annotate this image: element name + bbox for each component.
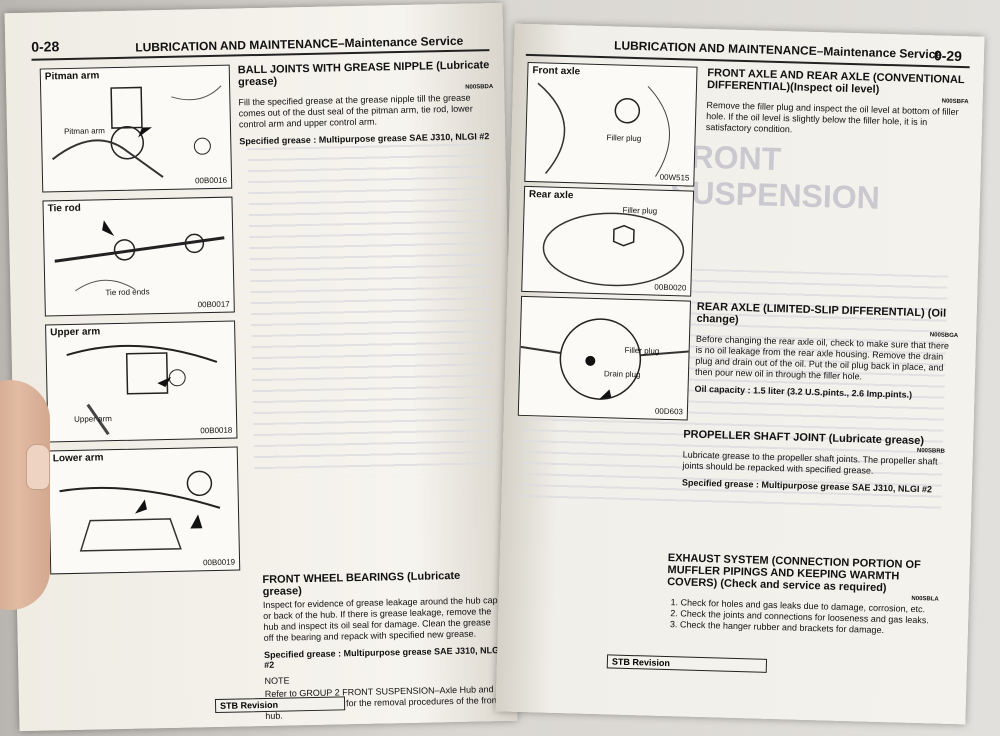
figure-code: 00B0017 xyxy=(197,299,230,310)
figure-code: 00D603 xyxy=(654,406,684,417)
figure-caption: Lower arm xyxy=(52,452,104,465)
section-exhaust-system: EXHAUST SYSTEM (CONNECTION PORTION OF MU… xyxy=(666,552,940,638)
callout-label: Drain plug xyxy=(603,369,641,380)
front-axle-illustration xyxy=(537,82,670,177)
upper-arm-illustration xyxy=(66,344,218,436)
exhaust-checklist: Check for holes and gas leaks due to dam… xyxy=(666,597,939,638)
thumb-nail xyxy=(26,444,50,490)
figure-tie-rod: Tie rod Tie rod ends 00B0017 xyxy=(42,196,235,317)
callout-label: Filler plug xyxy=(624,345,660,356)
hand-thumb xyxy=(0,380,50,610)
bleed-through-text xyxy=(247,143,495,479)
page-number: 0-28 xyxy=(31,38,60,55)
section-body: Fill the specified grease at the grease … xyxy=(238,92,473,130)
figure-caption: Front axle xyxy=(532,65,581,78)
figure-upper-arm: Upper arm Upper arm 00B0018 xyxy=(45,320,238,443)
section-propeller-shaft: PROPELLER SHAFT JOINT (Lubricate grease)… xyxy=(682,428,946,494)
figure-lower-arm: Lower arm 00B0019 xyxy=(47,446,241,575)
right-page: FRONT SUSPENSION LUBRICATION AND MAINTEN… xyxy=(495,23,985,725)
lower-arm-illustration xyxy=(59,470,221,552)
section-body: Lubricate grease to the propeller shaft … xyxy=(682,449,938,476)
figure-caption: Rear axle xyxy=(528,189,574,202)
bleed-through-title: FRONT SUSPENSION xyxy=(669,137,881,216)
page-footer: STB Revision xyxy=(606,654,768,673)
page-footer: STB Revision xyxy=(214,696,346,714)
callout-label: Filler plug xyxy=(606,133,642,144)
figure-pitman-arm: Pitman arm Pitman arm 00B0016 xyxy=(39,64,233,193)
callout-label: Pitman arm xyxy=(63,126,106,137)
figure-code: 00B0018 xyxy=(200,425,233,436)
figure-code: 00W515 xyxy=(659,172,690,183)
pitman-arm-illustration xyxy=(51,85,222,178)
section-body: Before changing the rear axle oil, check… xyxy=(694,333,950,382)
figure-front-axle: Front axle Filler plug 00W515 xyxy=(524,61,698,187)
section-title: FRONT WHEEL BEARINGS (Lubricate grease) xyxy=(262,569,461,599)
figure-caption: Upper arm xyxy=(50,326,101,339)
figure-code: 00B0019 xyxy=(202,557,236,568)
figure-code: 00B0020 xyxy=(654,282,687,293)
tie-rod-illustration xyxy=(54,220,225,292)
left-page: 0-28 LUBRICATION AND MAINTENANCE–Mainten… xyxy=(4,2,518,732)
section-body: Remove the filler plug and inspect the o… xyxy=(705,99,959,135)
grease-spec: Specified grease : Multipurpose grease S… xyxy=(263,645,502,670)
section-rear-axle-lsd: REAR AXLE (LIMITED-SLIP DIFFERENTIAL) (O… xyxy=(694,301,958,401)
figure-lsd-axle: Filler plug Drain plug 00D603 xyxy=(517,295,692,421)
page-number: 0-29 xyxy=(933,47,963,65)
section-front-rear-axle: FRONT AXLE AND REAR AXLE (CONVENTIONAL D… xyxy=(706,67,970,142)
section-title: EXHAUST SYSTEM (CONNECTION PORTION OF MU… xyxy=(666,552,921,595)
figure-caption: Pitman arm xyxy=(44,70,100,83)
lsd-axle-illustration xyxy=(520,318,689,400)
callout-label: Filler plug xyxy=(622,205,658,216)
section-body: Inspect for evidence of grease leakage a… xyxy=(262,595,498,644)
rear-axle-illustration xyxy=(542,212,685,287)
figure-code: 00B0016 xyxy=(194,175,228,186)
figure-caption: Tie rod xyxy=(47,202,81,215)
callout-label: Upper arm xyxy=(73,414,112,424)
figure-rear-axle: Rear axle Filler plug 00B0020 xyxy=(521,185,695,297)
callout-label: Tie rod ends xyxy=(105,287,150,298)
section-ball-joints: BALL JOINTS WITH GREASE NIPPLE (Lubricat… xyxy=(238,59,495,146)
